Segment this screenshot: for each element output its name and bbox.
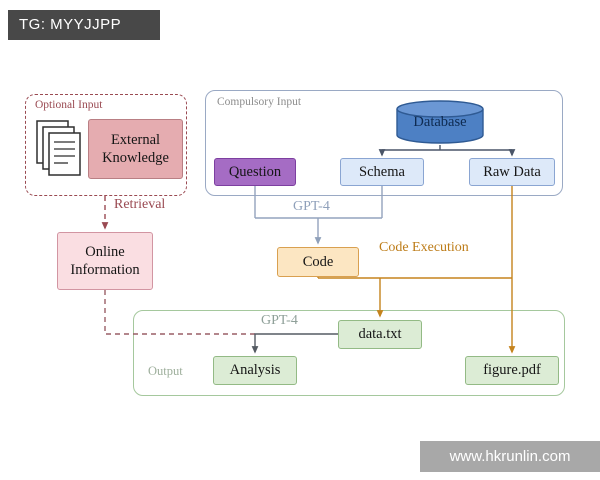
external-knowledge-node: External Knowledge <box>88 119 183 179</box>
database-icon <box>396 100 484 144</box>
analysis-node: Analysis <box>213 356 297 385</box>
optional-input-label: Optional Input <box>35 99 103 111</box>
output-group: Output <box>133 310 565 396</box>
watermark-bottom-right: www.hkrunlin.com <box>420 441 600 472</box>
watermark-top-left: TG: MYYJJPP <box>8 10 160 40</box>
figure-pdf-node: figure.pdf <box>465 356 559 385</box>
compulsory-input-label: Compulsory Input <box>217 96 302 108</box>
code-execution-edge-label: Code Execution <box>379 240 469 255</box>
output-label: Output <box>148 364 183 378</box>
optional-input-group: Optional Input <box>25 94 187 196</box>
code-node: Code <box>277 247 359 277</box>
data-txt-node: data.txt <box>338 320 422 349</box>
gpt4-output-edge-label: GPT-4 <box>261 313 298 328</box>
retrieval-edge-label: Retrieval <box>114 197 166 212</box>
online-information-node: Online Information <box>57 232 153 290</box>
gpt4-input-edge-label: GPT-4 <box>293 199 330 214</box>
database-cylinder: Database <box>394 99 486 145</box>
documents-icon <box>36 120 81 176</box>
schema-node: Schema <box>340 158 424 186</box>
question-node: Question <box>214 158 296 186</box>
raw-data-node: Raw Data <box>469 158 555 186</box>
database-label: Database <box>413 114 467 130</box>
